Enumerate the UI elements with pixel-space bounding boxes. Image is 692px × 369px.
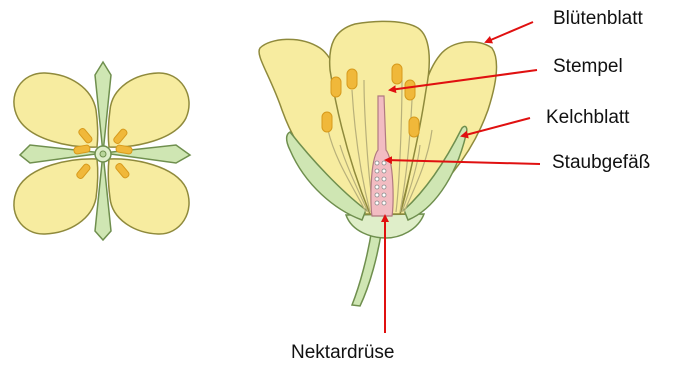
label-stamen: Staubgefäß — [552, 153, 650, 172]
stem — [352, 228, 382, 306]
label-nectary: Nektardrüse — [291, 343, 395, 362]
flower-top-view — [14, 62, 190, 240]
label-petal: Blütenblatt — [553, 9, 643, 28]
flower-cross-section — [259, 21, 497, 306]
label-sepal: Kelchblatt — [546, 108, 629, 127]
arrow-petal — [486, 22, 533, 42]
label-pistil: Stempel — [553, 57, 623, 76]
